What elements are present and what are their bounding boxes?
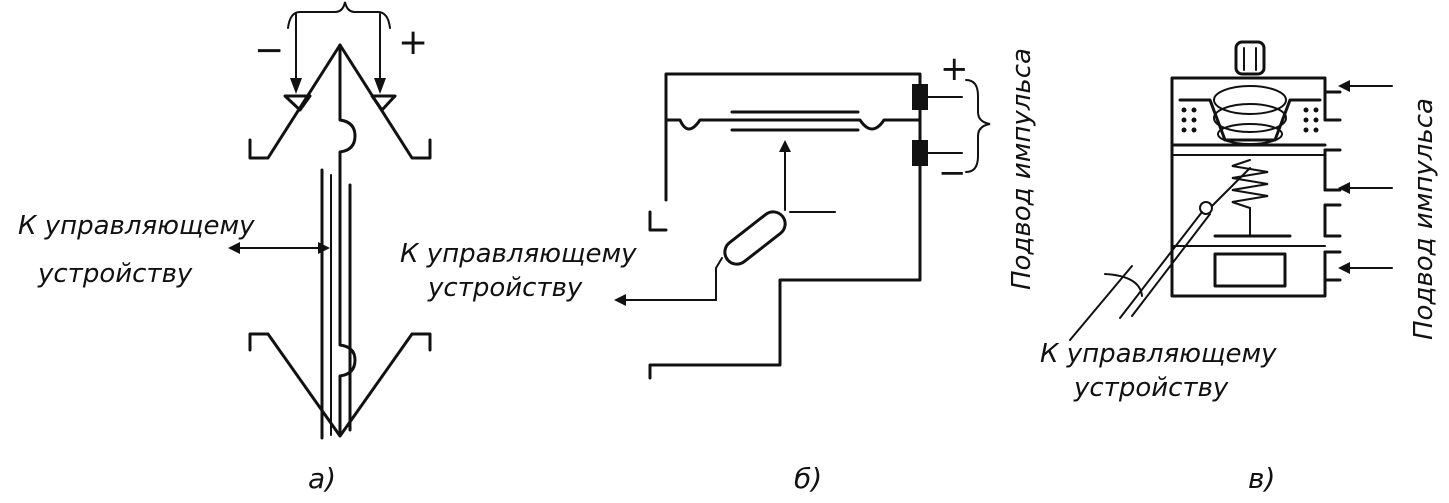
arrow-minus-head (290, 78, 302, 94)
terminal-minus (912, 140, 928, 166)
pulse-label: Подвод импульса (1409, 98, 1439, 340)
figure-a: − + К управляющему устройству а) (18, 1, 432, 495)
plus-sign: + (398, 22, 428, 63)
arrow-plus-head (374, 78, 386, 94)
minus-sign: − (254, 30, 284, 71)
minus-sign: − (938, 153, 967, 193)
pulse-arrow-2-head (1338, 182, 1350, 194)
caption-a: а) (308, 462, 336, 495)
pulse-arrow-1-head (1338, 80, 1350, 92)
lead-1 (1119, 211, 1203, 319)
top-brace (287, 1, 391, 29)
housing (1170, 76, 1342, 298)
control-label-line1: К управляющему (400, 239, 637, 269)
pulse-arrow-3-head (1338, 262, 1350, 274)
control-label-line2: устройству (427, 273, 583, 303)
capsule-lead (715, 257, 723, 301)
caption-b: б) (794, 462, 822, 495)
pointer-line (1069, 265, 1133, 341)
control-arrow-head-left (228, 242, 240, 254)
control-label-line1: К управляющему (18, 211, 255, 241)
caption-c: в) (1248, 462, 1275, 495)
pulse-brace (965, 79, 991, 173)
plus-sign: + (940, 49, 969, 89)
winding-dots-left (1181, 107, 1197, 133)
control-label-line2: устройству (37, 259, 193, 289)
figure-c: К управляющему устройству Подвод импульс… (1040, 40, 1439, 495)
base-block (1213, 252, 1287, 288)
lead-2 (1131, 213, 1211, 317)
upper-chamber (1178, 98, 1322, 142)
coil-top (1213, 85, 1287, 115)
control-label-line1: К управляющему (1040, 339, 1277, 369)
control-arrow-head-right (318, 242, 330, 254)
central-rod (338, 43, 357, 434)
reed-capsule (723, 210, 787, 266)
spring (1231, 159, 1269, 209)
lever (1211, 167, 1251, 207)
coil-mid (1213, 103, 1287, 133)
contact-bar (664, 118, 922, 131)
lower-electrode (248, 332, 432, 438)
control-label-line2: устройству (1073, 373, 1229, 403)
control-arrow-head (614, 294, 626, 306)
pivot (1199, 201, 1213, 215)
frame (648, 72, 922, 380)
plunger-arrow-head (779, 140, 791, 152)
contact-left (283, 94, 312, 112)
pointer-curve (1104, 273, 1143, 297)
frame-left-tab (648, 210, 668, 232)
figure-b: + − К управляющему устройству Подвод имп… (400, 48, 1037, 495)
adjust-screw (1234, 40, 1266, 76)
terminal-plus (912, 84, 928, 110)
pulse-label: Подвод импульса (1007, 48, 1037, 290)
winding-dots-right (1303, 107, 1319, 133)
